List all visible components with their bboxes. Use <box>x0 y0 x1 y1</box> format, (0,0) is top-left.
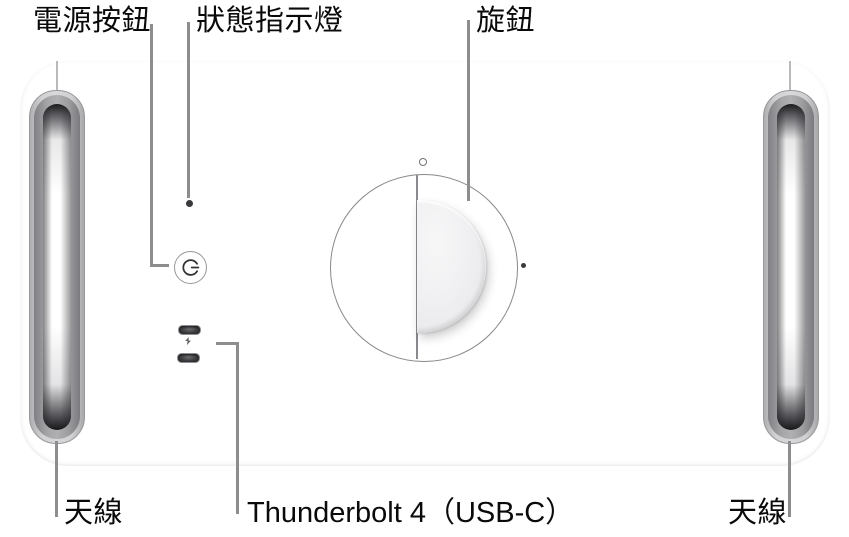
label-power-button: 電源按鈕 <box>33 5 152 37</box>
callout-line-power-vertical <box>150 24 153 267</box>
antenna-left-mid-ring <box>34 95 80 439</box>
callout-line-antenna-right <box>788 441 791 517</box>
antenna-left-core <box>43 104 71 430</box>
antenna-left <box>29 90 85 444</box>
knob-divider-line <box>416 175 418 359</box>
callout-line-thunderbolt-vertical <box>236 342 239 514</box>
antenna-right <box>763 90 819 444</box>
label-antenna-left: 天線 <box>64 497 124 529</box>
callout-line-knob <box>467 20 470 201</box>
knob-align-dot-marker <box>521 263 526 268</box>
thunderbolt-port-1 <box>178 325 201 335</box>
knob-ring <box>330 174 518 362</box>
label-antenna-right: 天線 <box>728 497 788 529</box>
knob-align-circle-marker <box>419 158 427 166</box>
panel-seam-left <box>56 61 58 91</box>
thunderbolt-port-2 <box>177 353 200 363</box>
callout-line-thunderbolt-horizontal <box>216 342 239 345</box>
antenna-right-mid-ring <box>768 95 814 439</box>
callout-line-status <box>187 22 190 198</box>
antenna-right-core <box>777 104 805 430</box>
label-status-light: 狀態指示燈 <box>196 5 344 37</box>
label-thunderbolt: Thunderbolt 4（USB-C） <box>247 497 575 529</box>
power-icon <box>182 259 200 276</box>
power-button <box>174 251 207 284</box>
label-knob: 旋鈕 <box>476 5 536 37</box>
callout-line-antenna-left <box>55 441 58 517</box>
panel-seam-right <box>789 61 791 91</box>
status-indicator-light <box>186 200 193 207</box>
callout-line-power-horizontal <box>150 264 169 267</box>
thunderbolt-icon <box>185 337 191 346</box>
